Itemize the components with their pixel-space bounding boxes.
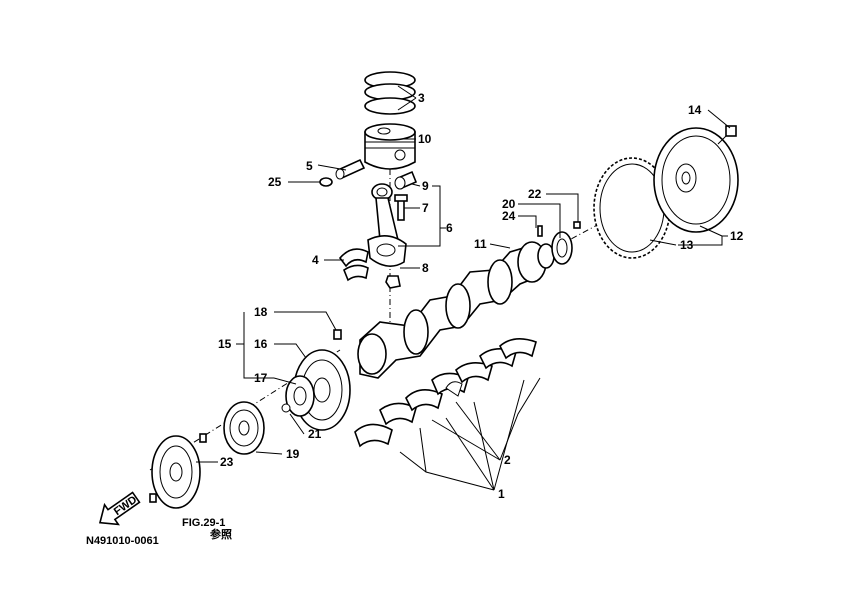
label-17: 17 <box>254 371 268 385</box>
rod-bolt <box>394 194 408 221</box>
label-20: 20 <box>502 197 516 211</box>
drawing-number: N491010-0061 <box>86 535 159 547</box>
washer <box>281 403 291 413</box>
damper-pulley <box>223 401 265 455</box>
leader-lines <box>196 85 731 491</box>
label-9: 9 <box>422 179 429 193</box>
label-21: 21 <box>308 427 322 441</box>
label-23: 23 <box>220 455 234 469</box>
label-14: 14 <box>688 103 702 117</box>
label-15: 15 <box>218 337 232 351</box>
main-bearings <box>354 338 537 448</box>
label-19: 19 <box>286 447 300 461</box>
pulley-hub <box>285 375 315 417</box>
figure-reference: FIG.29-1 <box>182 517 225 529</box>
label-13: 13 <box>680 238 694 252</box>
dowel-pin <box>573 221 581 229</box>
label-24: 24 <box>502 209 516 223</box>
circlip <box>319 177 333 187</box>
fwd-arrow: FWD <box>98 491 141 526</box>
label-11: 11 <box>474 237 487 251</box>
label-16: 16 <box>254 337 268 351</box>
crankshaft <box>357 241 555 379</box>
key <box>537 225 543 237</box>
label-7: 7 <box>422 201 429 215</box>
piston-rings <box>364 71 416 115</box>
front-pulley <box>151 435 201 509</box>
crank-gear <box>551 231 573 265</box>
part-labels: 3 10 5 25 9 7 6 4 8 11 20 22 24 12 13 14… <box>218 91 744 501</box>
piston-pin <box>335 158 366 180</box>
label-5: 5 <box>306 159 313 173</box>
piston <box>364 123 416 170</box>
connecting-rod <box>367 183 407 267</box>
figure-reference-jp: 参照 <box>210 527 232 541</box>
small-end-bushing <box>394 170 418 190</box>
label-18: 18 <box>254 305 268 319</box>
label-4: 4 <box>312 253 319 267</box>
label-2: 2 <box>504 453 511 467</box>
label-1: 1 <box>498 487 505 501</box>
ring-gear <box>593 157 671 259</box>
flywheel-bolt <box>717 125 737 145</box>
label-6: 6 <box>446 221 453 235</box>
flywheel <box>653 127 739 233</box>
label-12: 12 <box>730 229 744 243</box>
rod-nut <box>385 275 401 289</box>
label-22: 22 <box>528 187 542 201</box>
pulley-bolt <box>333 329 342 340</box>
label-25: 25 <box>268 175 282 189</box>
label-3: 3 <box>418 91 425 105</box>
front-bolt <box>149 433 207 503</box>
label-8: 8 <box>422 261 429 275</box>
label-10: 10 <box>418 132 432 146</box>
rod-bearing <box>338 248 369 282</box>
